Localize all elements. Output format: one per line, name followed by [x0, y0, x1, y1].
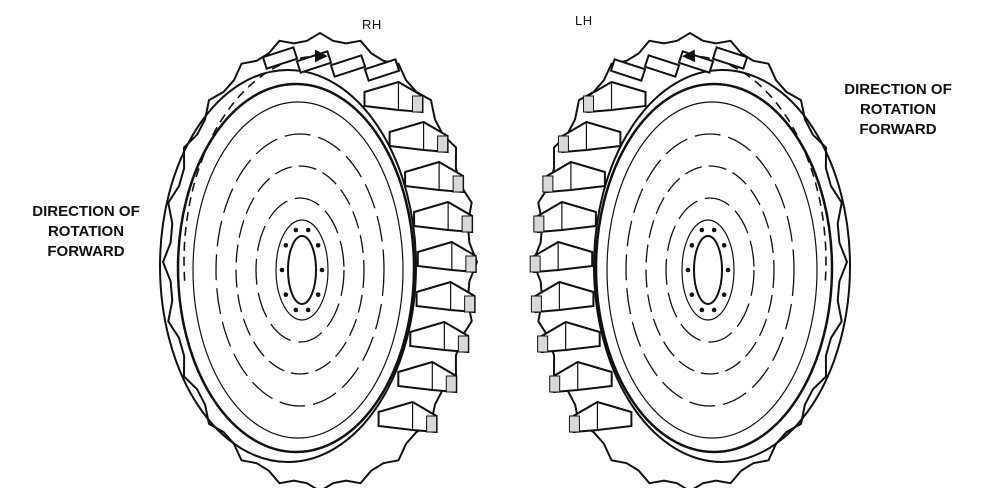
direction-label-right: DIRECTION OF ROTATION FORWARD — [818, 80, 978, 140]
lug-nut — [293, 307, 299, 313]
direction-line-3: FORWARD — [47, 243, 125, 260]
rim-face — [606, 101, 818, 439]
disc-ring — [235, 165, 365, 375]
crown-lug — [329, 54, 367, 78]
lug-face — [437, 135, 449, 153]
lug-nut — [699, 307, 705, 313]
lug-face — [411, 95, 423, 113]
lug-nut — [279, 267, 285, 273]
lug-face — [457, 335, 469, 353]
crown-lug — [643, 54, 681, 78]
hub — [287, 235, 317, 305]
sidewall-outer — [593, 69, 851, 463]
lug-face — [452, 175, 464, 193]
lug-face — [568, 415, 580, 433]
direction-line-2: ROTATION — [47, 223, 125, 240]
disc-ring — [645, 165, 775, 375]
rotation-arrow — [682, 49, 827, 281]
sidewall-outer — [159, 69, 417, 463]
rim-edge — [176, 82, 416, 454]
lh-wheel — [529, 31, 851, 488]
crown-lug — [363, 58, 401, 82]
lug-face — [461, 215, 473, 233]
disc-ring — [215, 133, 385, 407]
disc-ring — [665, 197, 755, 343]
rh-label: RH — [362, 17, 382, 32]
lug-nut — [725, 267, 731, 273]
hub — [693, 235, 723, 305]
lug-face — [530, 295, 542, 313]
disc-ring — [625, 133, 795, 407]
direction-label-left: DIRECTION OF ROTATION FORWARD — [6, 202, 166, 262]
lug-nut — [315, 243, 321, 248]
lug-nut — [699, 227, 705, 233]
lug-nut — [711, 227, 717, 233]
rh-wheel — [159, 31, 479, 488]
lug-face — [465, 255, 477, 273]
lug-nut — [721, 292, 727, 297]
rim-edge — [594, 82, 834, 454]
crown-lug — [711, 46, 749, 70]
lug-face — [445, 375, 457, 393]
rim-face — [192, 101, 404, 439]
direction-line-3: FORWARD — [859, 121, 937, 138]
lug-nut — [305, 307, 311, 313]
lug-face — [537, 335, 549, 353]
rotation-arrow — [183, 49, 328, 281]
lug-nut — [283, 243, 289, 248]
lug-nut — [685, 267, 691, 273]
lug-nut — [293, 227, 299, 233]
direction-line-2: ROTATION — [859, 101, 937, 118]
lug-nut — [305, 227, 311, 233]
lug-nut — [283, 292, 289, 297]
direction-line-1: DIRECTION OF — [32, 203, 140, 220]
crown-lug — [261, 46, 299, 70]
lug-face — [426, 415, 438, 433]
lug-face — [529, 255, 541, 273]
lug-nut — [689, 243, 695, 248]
lug-face — [549, 375, 561, 393]
lug-nut — [711, 307, 717, 313]
lug-nut — [315, 292, 321, 297]
lug-nut — [721, 243, 727, 248]
lug-face — [533, 215, 545, 233]
lug-face — [464, 295, 476, 313]
bolt-circle — [275, 219, 329, 321]
lh-label: LH — [575, 13, 593, 28]
lug-nut — [319, 267, 325, 273]
lug-face — [542, 175, 554, 193]
crown-lug — [609, 58, 647, 82]
disc-ring — [255, 197, 345, 343]
lug-face — [557, 135, 569, 153]
lug-face — [583, 95, 595, 113]
lug-nut — [689, 292, 695, 297]
bolt-circle — [681, 219, 735, 321]
direction-line-1: DIRECTION OF — [844, 81, 952, 98]
